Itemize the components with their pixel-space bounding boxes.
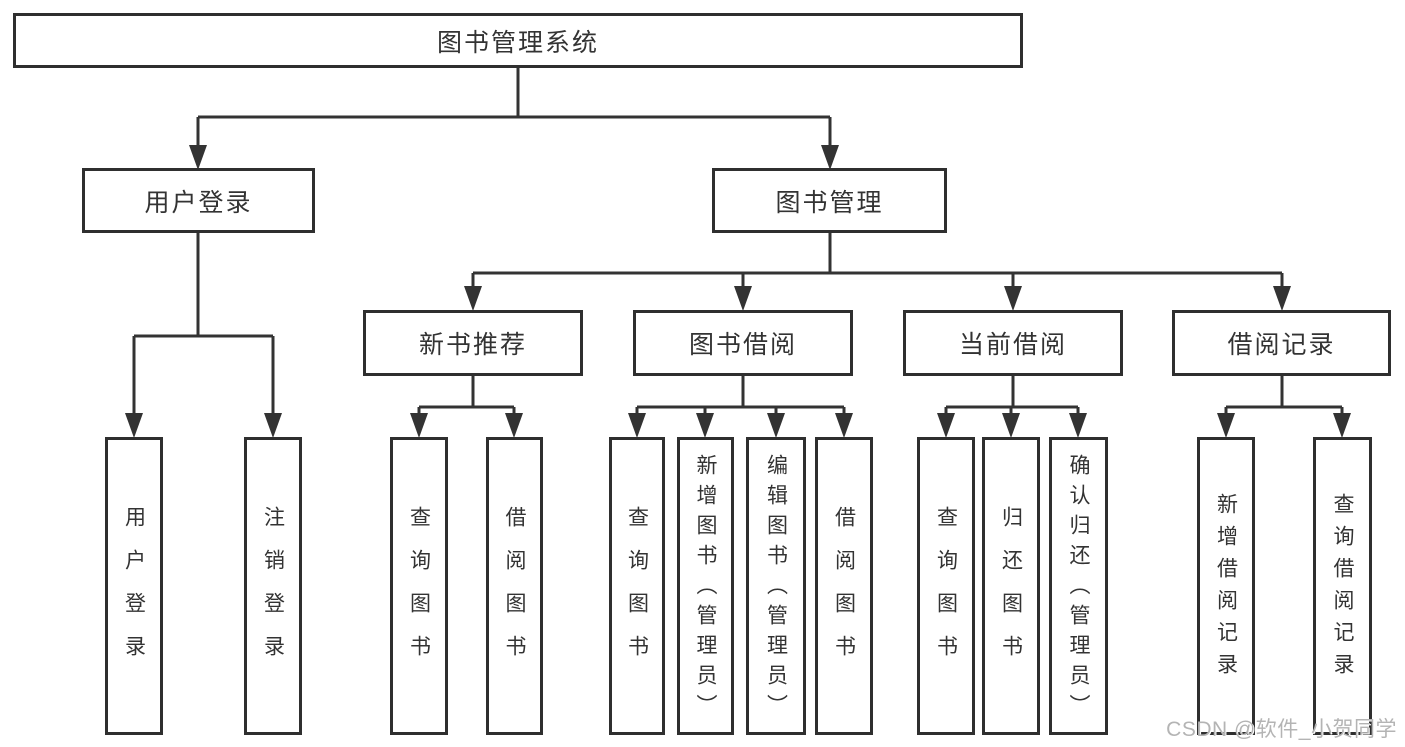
leaf-label: 查询图书 — [625, 505, 649, 678]
node-new-book-recommend: 新书推荐 — [363, 310, 583, 376]
leaf-label: 用户登录 — [122, 505, 146, 678]
node-label: 新书推荐 — [418, 331, 527, 359]
leaf-confirm-return-admin: 确认归还（管理员） — [1049, 437, 1108, 735]
leaf-edit-book-admin: 编辑图书（管理员） — [746, 437, 806, 735]
leaf-label: 确认归还（管理员） — [1067, 453, 1090, 724]
leaf-label: 查询图书 — [407, 505, 431, 678]
leaf-query-borrow-record: 查询借阅记录 — [1313, 437, 1372, 735]
leaf-label: 借阅图书 — [503, 505, 526, 678]
node-label: 用户登录 — [144, 188, 253, 217]
csdn-watermark: CSDN @软件_小贺同学 — [1166, 718, 1397, 741]
leaf-label: 借阅图书 — [832, 505, 856, 678]
leaf-query-books-borrow: 查询图书 — [609, 437, 665, 735]
node-book-management: 图书管理 — [712, 168, 947, 233]
leaf-logout: 注销登录 — [244, 437, 302, 735]
node-label: 图书管理系统 — [436, 28, 599, 57]
node-library-management-system: 图书管理系统 — [13, 13, 1023, 68]
node-user-login: 用户登录 — [82, 168, 315, 233]
leaf-label: 编辑图书（管理员） — [764, 453, 788, 724]
leaf-label: 新增图书（管理员） — [694, 453, 717, 724]
leaf-label: 查询借阅记录 — [1331, 493, 1354, 685]
node-borrow-record: 借阅记录 — [1172, 310, 1391, 376]
leaf-query-books-current: 查询图书 — [917, 437, 975, 735]
node-label: 图书借阅 — [688, 331, 797, 359]
leaf-label: 注销登录 — [261, 505, 285, 678]
leaf-label: 查询图书 — [934, 505, 958, 678]
leaf-add-book-admin: 新增图书（管理员） — [677, 437, 734, 735]
node-current-borrow: 当前借阅 — [903, 310, 1123, 376]
leaf-borrow-books: 借阅图书 — [815, 437, 873, 735]
leaf-return-books: 归还图书 — [982, 437, 1040, 735]
leaf-label: 归还图书 — [999, 505, 1023, 678]
leaf-label: 新增借阅记录 — [1214, 493, 1238, 685]
leaf-user-login: 用户登录 — [105, 437, 163, 735]
arrowheads — [125, 145, 1351, 438]
leaf-borrow-books-recommend: 借阅图书 — [486, 437, 543, 735]
node-label: 图书管理 — [775, 188, 884, 217]
node-book-borrow: 图书借阅 — [633, 310, 853, 376]
node-label: 借阅记录 — [1227, 331, 1336, 359]
leaf-query-books-recommend: 查询图书 — [390, 437, 448, 735]
leaf-add-borrow-record: 新增借阅记录 — [1197, 437, 1255, 735]
node-label: 当前借阅 — [958, 331, 1067, 359]
